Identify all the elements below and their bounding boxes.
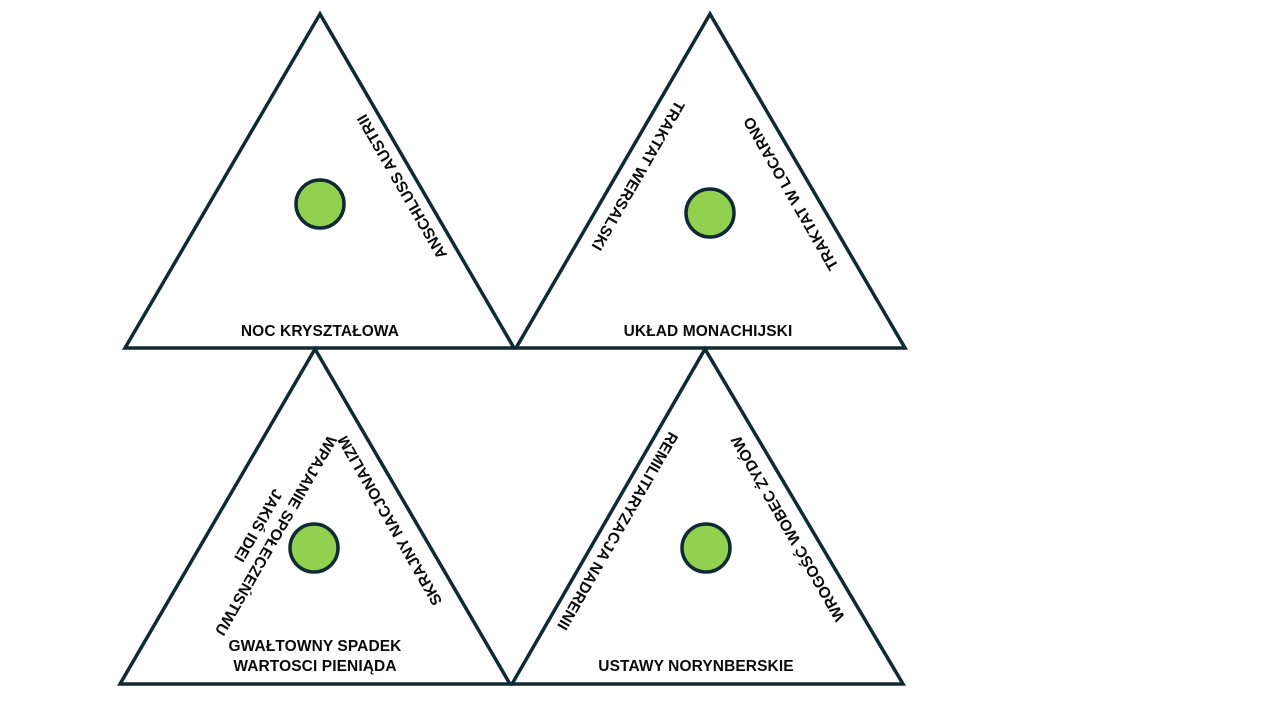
green-dot-marker — [288, 522, 340, 574]
edge-label-bottom: NOC KRYSZTAŁOWA — [220, 322, 420, 342]
triangle-bottom-right — [508, 345, 907, 686]
edge-label-bottom: UKŁAD MONACHIJSKI — [608, 322, 808, 342]
triangle-top-right — [512, 10, 909, 350]
triangle-shape — [512, 10, 909, 350]
label-line: USTAWY NORYNBERSKIE — [598, 658, 794, 675]
triangle-top-left — [121, 10, 518, 350]
green-dot-marker — [294, 178, 346, 230]
label-line: UKŁAD MONACHIJSKI — [623, 323, 793, 340]
triangle-shape — [508, 345, 907, 686]
green-dot-marker — [680, 522, 732, 574]
triangle-bottom-left — [116, 345, 514, 686]
label-line: GWAŁTOWNY SPADEK — [228, 638, 402, 655]
label-line: NOC KRYSZTAŁOWA — [240, 323, 400, 340]
label-line: WARTOSCI PIENIĄDA — [233, 658, 397, 675]
edge-label-bottom: USTAWY NORYNBERSKIE — [586, 657, 806, 677]
green-dot-marker — [684, 187, 736, 239]
triangle-shape — [116, 345, 514, 686]
edge-label-bottom: GWAŁTOWNY SPADEK WARTOSCI PIENIĄDA — [215, 637, 415, 677]
